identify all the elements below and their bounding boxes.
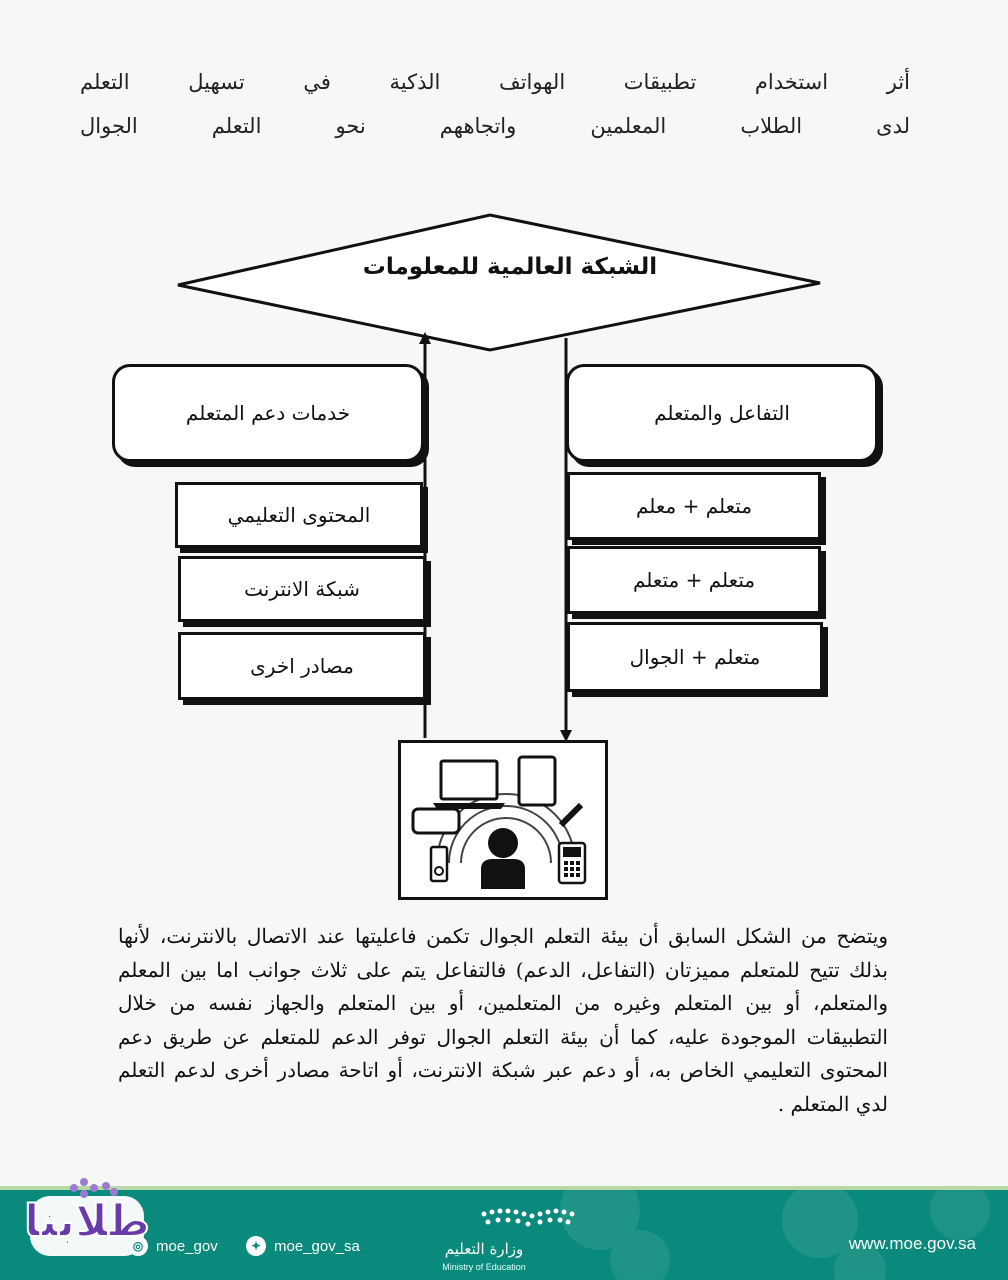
phone-icon: [411, 807, 461, 835]
twitter-icon: ✦: [246, 1236, 266, 1256]
left-item-label: شبكة الانترنت: [244, 577, 360, 601]
left-item-box: مصادر اخرى: [178, 632, 426, 700]
footer-strip: [0, 1186, 1008, 1190]
music-player-icon: [429, 845, 449, 883]
footer-bar: [0, 1190, 1008, 1280]
header-line-2: لدى الطلاب المعلمين واتجاههم نحو التعلم …: [80, 114, 910, 138]
body-paragraph: ويتضح من الشكل السابق أن بيئة التعلم الج…: [118, 924, 888, 1116]
left-item-label: مصادر اخرى: [250, 654, 354, 678]
person-icon: [481, 828, 525, 889]
instagram-icon: ◎: [128, 1236, 148, 1256]
right-item-box: متعلم + الجوال: [567, 622, 823, 692]
laptop-icon: [433, 759, 505, 809]
ministry-name-ar: وزارة التعليم: [444, 1240, 524, 1258]
diamond-label: الشبكة العالمية للمعلومات: [362, 254, 658, 280]
left-item-box: المحتوى التعليمي: [175, 482, 423, 548]
tablet-icon: [517, 755, 557, 807]
devices-illustration: [398, 740, 608, 900]
right-item-label: متعلم + معلم: [635, 494, 753, 518]
header-line-1: أثر استخدام تطبيقات الهواتف الذكية في تس…: [80, 70, 910, 94]
right-header-box: التفاعل والمتعلم: [566, 364, 878, 462]
twitter-handle: moe_gov_sa: [274, 1237, 360, 1255]
left-header-label: خدمات دعم المتعلم: [185, 401, 351, 425]
mobile-phone-icon: [557, 841, 587, 885]
brand-logo: [30, 1178, 144, 1256]
left-item-label: المحتوى التعليمي: [227, 503, 371, 527]
left-header-box: خدمات دعم المتعلم: [112, 364, 424, 462]
right-header-label: التفاعل والمتعلم: [654, 401, 790, 425]
right-item-label: متعلم + متعلم: [632, 568, 756, 592]
right-item-box: متعلم + متعلم: [567, 546, 821, 614]
right-item-box: متعلم + معلم: [567, 472, 821, 540]
website-link[interactable]: www.moe.gov.sa: [848, 1234, 976, 1253]
right-item-label: متعلم + الجوال: [629, 645, 761, 669]
left-item-box: شبكة الانترنت: [178, 556, 426, 622]
instagram-handle: moe_gov: [156, 1237, 218, 1255]
twitter-link[interactable]: ✦ moe_gov_sa: [246, 1236, 360, 1256]
diamond-shape: [177, 213, 821, 352]
instagram-link[interactable]: ◎ moe_gov: [128, 1236, 218, 1256]
ministry-name-en: Ministry of Education: [442, 1262, 526, 1272]
footer-pattern: [481, 1190, 990, 1280]
